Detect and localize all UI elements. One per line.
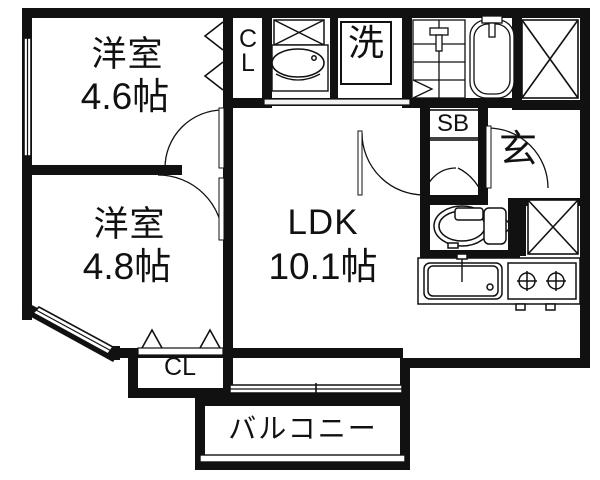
room-label-bedroom-48-name: 洋室 bbox=[93, 205, 166, 245]
toilet-icon bbox=[433, 205, 514, 249]
kitchen-group bbox=[417, 253, 581, 311]
room-label-bedroom-46-name: 洋室 bbox=[91, 35, 164, 75]
vanity-group bbox=[271, 19, 329, 92]
bathroom-group bbox=[412, 15, 515, 99]
room-label-balcony: バルコニー bbox=[228, 412, 378, 445]
shoebox-label: SB bbox=[436, 110, 469, 137]
closet-label-bottom: CL bbox=[164, 353, 196, 381]
room-label-bedroom-46-size: 4.6帖 bbox=[80, 76, 170, 117]
room-label-ldk-name: LDK bbox=[287, 203, 359, 242]
entrance-label: 玄 bbox=[498, 127, 537, 171]
washer-label: 洗 bbox=[347, 23, 384, 64]
room-label-bedroom-48-size: 4.8帖 bbox=[82, 246, 172, 287]
room-label-ldk-size: 10.1帖 bbox=[268, 246, 378, 287]
